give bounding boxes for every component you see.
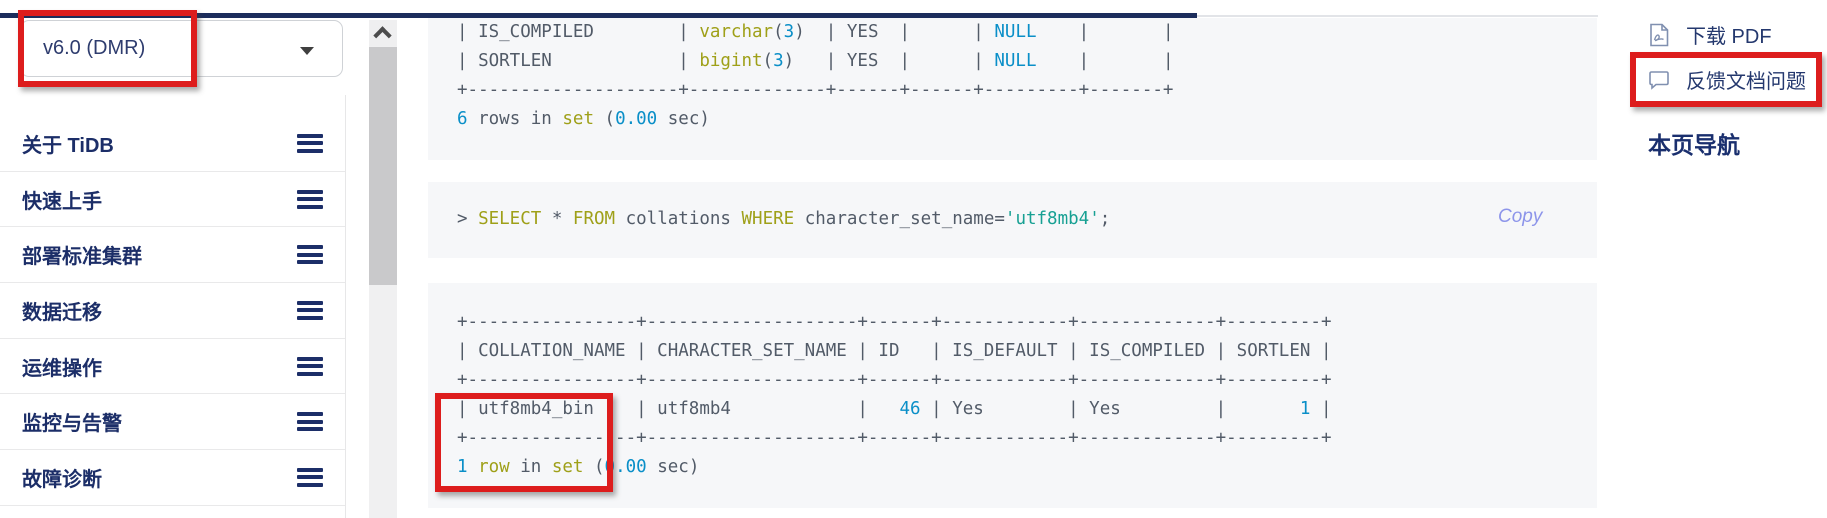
- hamburger-icon[interactable]: [297, 356, 323, 376]
- page-nav-heading: 本页导航: [1648, 132, 1740, 158]
- sidebar-item-label: 数据迁移: [22, 301, 102, 324]
- version-selector-value: v6.0 (DMR): [43, 37, 146, 59]
- hamburger-icon[interactable]: [297, 300, 323, 320]
- sidebar-item-monitor-alert[interactable]: 监控与告警: [0, 394, 345, 451]
- scrollbar-up-arrow-icon[interactable]: [369, 20, 397, 46]
- sidebar-item-label: 部署标准集群: [22, 246, 142, 269]
- sidebar-item-maintain[interactable]: 运维操作: [0, 339, 345, 395]
- chevron-down-icon: [300, 47, 314, 55]
- sidebar-item-label: 关于 TiDB: [22, 134, 114, 157]
- hamburger-icon[interactable]: [297, 245, 323, 265]
- read-progress-track: [1197, 15, 1598, 17]
- hamburger-icon[interactable]: [297, 189, 323, 209]
- sidebar-item-label: 运维操作: [22, 357, 102, 380]
- sql-result-block-collations: +----------------+--------------------+-…: [428, 283, 1597, 508]
- sidebar-item-quick-start[interactable]: 快速上手: [0, 172, 345, 228]
- hamburger-icon[interactable]: [297, 133, 323, 153]
- read-progress-bar: [0, 13, 1197, 18]
- sidebar-item-deploy-cluster[interactable]: 部署标准集群: [0, 227, 345, 284]
- sidebar-item-label: 监控与告警: [22, 413, 122, 436]
- sidebar-item-troubleshoot[interactable]: 故障诊断: [0, 450, 345, 506]
- sidebar-item-label: 故障诊断: [22, 468, 102, 491]
- hamburger-icon[interactable]: [297, 412, 323, 432]
- scrollbar-thumb[interactable]: [369, 47, 397, 285]
- sidebar-item-label: 快速上手: [22, 190, 102, 213]
- feedback-doc-label: 反馈文档问题: [1686, 71, 1806, 93]
- pdf-file-icon: [1650, 23, 1669, 46]
- sidebar-divider: [345, 95, 346, 518]
- speech-bubble-icon: [1649, 70, 1669, 90]
- sidebar-nav: 关于 TiDB 快速上手 部署标准集群 数据迁移 运维操作 监控与告警 故障诊断: [0, 116, 345, 506]
- sql-output-block-desc-collations: | IS_COMPILED | varchar(3) | YES | | NUL…: [428, 18, 1597, 160]
- sidebar-item-data-migration[interactable]: 数据迁移: [0, 283, 345, 339]
- sql-query-block: > SELECT * FROM collations WHERE charact…: [428, 182, 1597, 258]
- download-pdf-link[interactable]: 下载 PDF: [1648, 20, 1772, 49]
- version-selector[interactable]: v6.0 (DMR): [20, 20, 343, 77]
- hamburger-icon[interactable]: [297, 467, 323, 487]
- sidebar-scrollbar[interactable]: [369, 20, 397, 518]
- download-pdf-label: 下载 PDF: [1686, 26, 1772, 48]
- feedback-doc-link[interactable]: 反馈文档问题: [1648, 65, 1806, 94]
- copy-button[interactable]: Copy: [1498, 206, 1543, 227]
- sidebar-item-about-tidb[interactable]: 关于 TiDB: [0, 116, 345, 172]
